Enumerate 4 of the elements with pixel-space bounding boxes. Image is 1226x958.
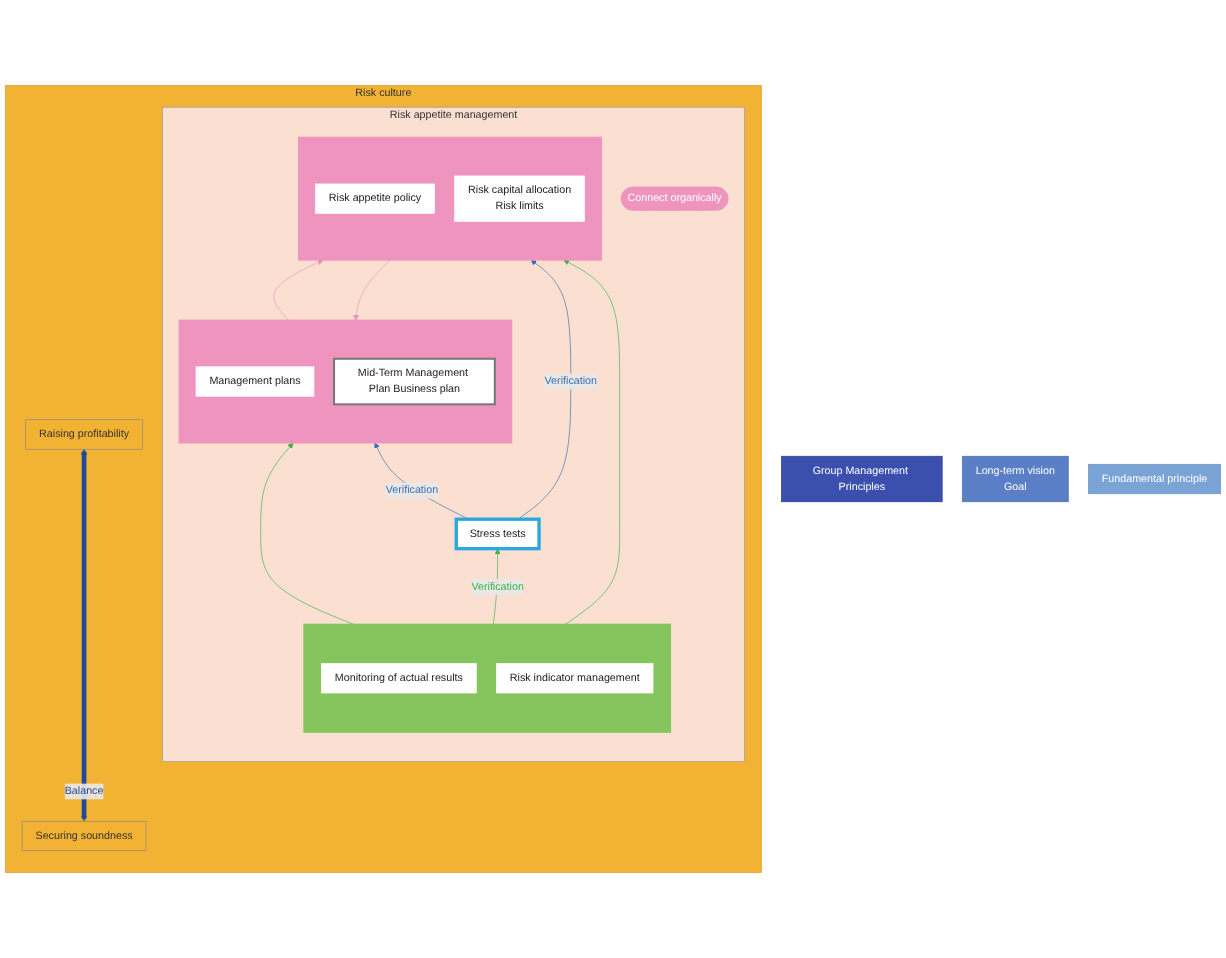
cluster	[298, 136, 602, 261]
arrow	[81, 448, 87, 822]
cluster	[303, 623, 672, 733]
cluster	[178, 319, 513, 444]
